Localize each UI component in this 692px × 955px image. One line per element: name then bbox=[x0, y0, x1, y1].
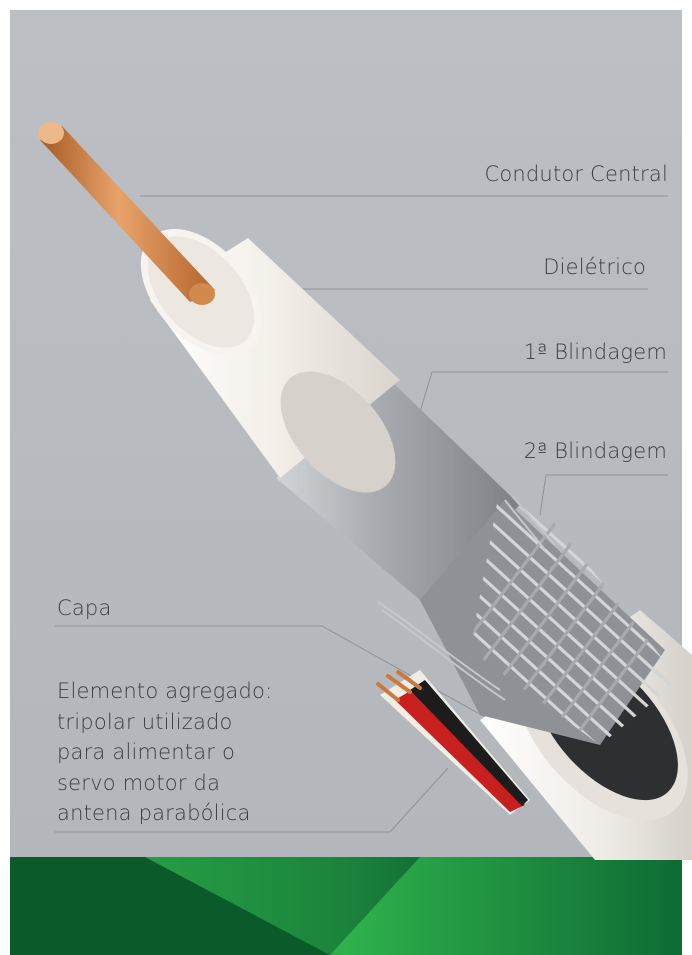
label-elemento-agregado: Elemento agregado: tripolar utilizado pa… bbox=[57, 676, 317, 829]
label-condutor-central: Condutor Central bbox=[484, 162, 668, 186]
label-capa: Capa bbox=[57, 596, 112, 620]
label-elemento-line: antena parabólica bbox=[57, 801, 251, 825]
label-segunda-blindagem: 2ª Blindagem bbox=[523, 439, 667, 463]
label-dieletrico: Dielétrico bbox=[543, 255, 646, 279]
label-primeira-blindagem: 1ª Blindagem bbox=[523, 340, 667, 364]
leader-line-elemento bbox=[55, 767, 449, 833]
label-elemento-line: tripolar utilizado bbox=[57, 709, 233, 734]
label-elemento-line: servo motor da bbox=[57, 770, 221, 795]
green-banner bbox=[10, 857, 682, 955]
tripolar-element bbox=[376, 670, 530, 815]
label-elemento-line: para alimentar o bbox=[57, 740, 236, 764]
copper-conductor bbox=[38, 122, 215, 305]
label-elemento-line: Elemento agregado: bbox=[57, 679, 273, 703]
leader-line-blindagem2 bbox=[539, 474, 668, 516]
